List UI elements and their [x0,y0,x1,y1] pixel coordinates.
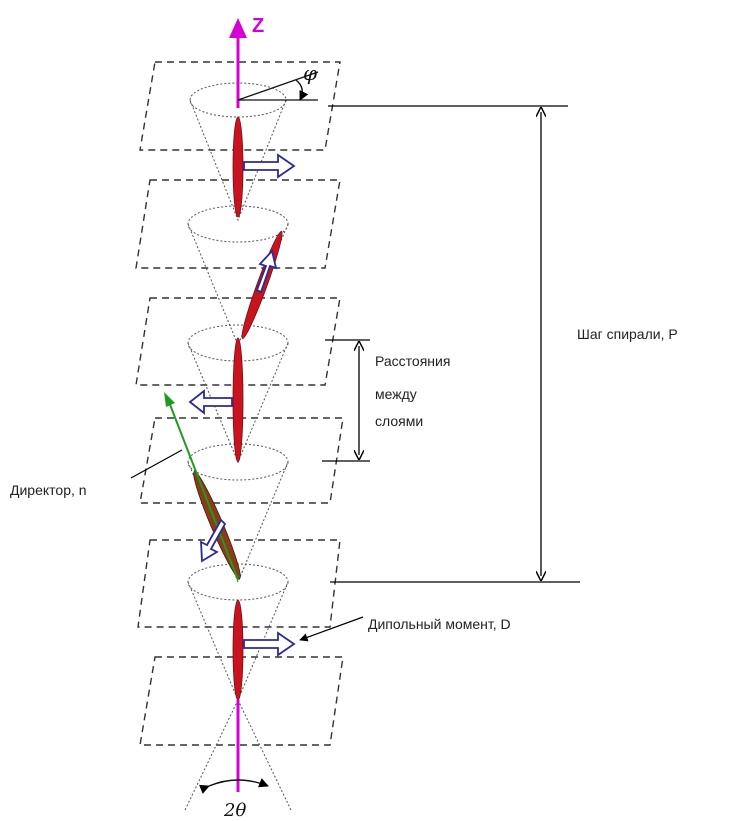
cone-angle: 2θ [198,778,269,821]
layer-distance-line-1: Расстояния [375,353,450,369]
layer-plane-1 [139,61,341,151]
z-axis-label: Z [252,15,264,37]
cone-angle-label: 2θ [223,800,246,821]
dipole-arrow-4 [200,518,227,563]
director-pointer [130,449,183,479]
layer-distance-label: Расстояния между слоями [375,353,454,429]
phi-label: φ [303,61,317,85]
layer-plane-4 [139,417,344,504]
layer-plane-3 [135,297,341,386]
cone-sides-1 [189,99,287,222]
director-label: Директор, n [10,482,87,498]
helix-pitch-label: Шаг спирали, P [577,326,678,342]
dipole-arrow-5 [255,249,278,294]
dipole-arrow-1 [243,153,296,179]
layer-plane-6 [139,656,344,746]
cone-bottom-lower [184,699,292,811]
cone-sides-4 [187,461,289,584]
dipole-arrows [188,153,296,657]
layer-distance-line-3: слоями [375,413,423,429]
dipole-pointer [299,616,364,642]
molecule-3 [232,337,244,463]
layer-distance-dimension [322,339,370,462]
layer-plane-2 [135,179,341,269]
layer-plane-5 [137,539,341,628]
dipole-arrow-2 [188,389,233,415]
director-arrow [164,392,239,581]
dipole-arrow-3 [243,631,296,657]
z-axis: Z [229,15,264,792]
molecule-4 [232,599,244,701]
layer-planes [135,61,344,746]
pitch-dimension [328,105,580,583]
dipole-label: Дипольный момент, D [368,616,511,632]
molecule-1 [232,116,244,218]
layer-distance-line-2: между [375,386,417,402]
phi-angle: φ [237,61,319,101]
